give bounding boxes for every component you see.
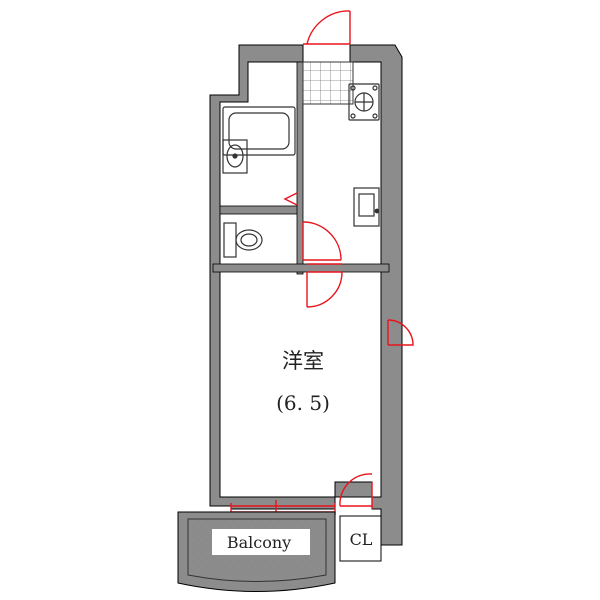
bathtub: [222, 106, 296, 156]
entrance-door[interactable]: [303, 10, 351, 45]
balcony: [177, 511, 336, 592]
toilet: [223, 222, 263, 258]
kitchen-sink-icon: [353, 187, 380, 227]
toilet-door[interactable]: [302, 221, 342, 261]
closet-door[interactable]: [339, 473, 373, 509]
bath-divider-wall: [219, 205, 303, 215]
side-window-door[interactable]: [387, 319, 414, 346]
washbasin: [222, 139, 248, 174]
room-size-label: (6. 5): [276, 391, 330, 415]
closet-label: CL: [350, 530, 373, 549]
outer-wall: [209, 44, 403, 546]
corridor-wall-left: [296, 61, 304, 275]
laundry-pan: [302, 61, 354, 105]
room-name-label: 洋室: [282, 349, 324, 373]
closet: [339, 515, 382, 562]
gas-stove-icon: [348, 83, 380, 121]
balcony-label: Balcony: [227, 533, 291, 552]
room-door[interactable]: [306, 263, 343, 308]
bathroom-door[interactable]: [283, 192, 298, 206]
room-top-wall: [212, 263, 390, 273]
